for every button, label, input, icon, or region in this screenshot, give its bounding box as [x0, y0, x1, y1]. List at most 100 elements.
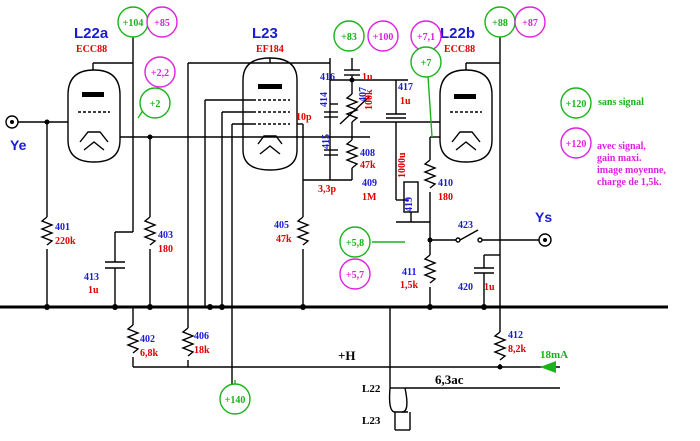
sw423-ref: 423 [458, 220, 473, 231]
legend-magenta-line-4: charge de 1,5k. [597, 177, 662, 188]
voltage-bubble-v7 [410, 46, 442, 78]
voltage-bubble-v57 [339, 258, 371, 290]
resistor-403 [143, 216, 157, 246]
voltage-value-v88: +88 [492, 18, 508, 29]
resistor-402 [126, 324, 140, 354]
voltage-bubble-v120b [560, 127, 592, 159]
voltage-bubble-v83 [333, 20, 365, 52]
voltage-bubble-v87 [514, 6, 546, 38]
rail-label: +H [338, 348, 356, 363]
voltage-value-v83: +83 [341, 32, 357, 43]
signal-output-label: Ys [535, 209, 552, 225]
r403-ref: 403 [158, 230, 173, 241]
resistor-405 [296, 216, 310, 246]
voltage-bubble-v100 [367, 20, 399, 52]
c416-ref: 416 [320, 72, 335, 83]
voltage-value-v140: +140 [225, 395, 246, 406]
voltage-value-v104: +104 [123, 18, 144, 29]
r401-ref: 401 [55, 222, 70, 233]
voltage-value-v85: +85 [154, 18, 170, 29]
voltage-value-v22: +2,2 [151, 68, 169, 79]
c419-value: 1000u [397, 152, 408, 178]
r406-ref: 406 [194, 331, 209, 342]
tube-l23-name: L23 [252, 25, 278, 42]
voltage-bubble-v2 [139, 87, 171, 119]
c417-ref: 417 [398, 82, 413, 93]
r409-ref: 409 [362, 178, 377, 189]
legend-magenta-line-3: image moyenne, [597, 165, 666, 176]
tube-l22a-name: L22a [74, 25, 109, 42]
legend-magenta-line-1: avec signal, [597, 141, 646, 152]
resistor-406 [181, 327, 195, 357]
current-label: 18mA [540, 349, 568, 361]
resistor-408 [345, 139, 359, 169]
r411-value: 1,5k [400, 280, 419, 291]
r409-value: 1M [362, 192, 377, 203]
voltage-value-v87: +87 [522, 18, 538, 29]
voltage-value-v120b: +120 [566, 139, 587, 150]
tube-l22b-type: ECC88 [444, 44, 475, 55]
c414-ref: 414 [319, 92, 330, 107]
r407-ref: 407 [358, 87, 369, 102]
voltage-bubble-v22 [144, 56, 176, 88]
r401-value: 220k [55, 236, 76, 247]
current-arrow-icon [540, 361, 556, 373]
signal-input-label: Ye [10, 137, 27, 153]
c416-value: 1u [362, 72, 373, 83]
r403-value: 180 [158, 244, 173, 255]
c413-value: 1u [88, 285, 99, 296]
tube-l23-type: EF184 [256, 44, 284, 55]
r408-value: 47k [360, 160, 376, 171]
r412-value: 8,2k [508, 344, 527, 355]
resistor-410 [423, 159, 437, 189]
voltage-bubble-v120a [560, 87, 592, 119]
r408-ref: 408 [360, 148, 375, 159]
heater-label: 6,3ac [435, 372, 464, 387]
legend-magenta-line-2: gain maxi. [597, 153, 642, 164]
voltage-bubble-v140 [219, 383, 251, 415]
r407-value: 100k [364, 89, 375, 110]
tube-l22b-name: L22b [440, 25, 475, 42]
c415-ref: 415 [321, 134, 332, 149]
r402-ref: 402 [140, 334, 155, 345]
r402-value: 6,8k [140, 348, 159, 359]
tube-l22b-icon [439, 69, 493, 163]
voltage-value-v57: +5,7 [346, 270, 364, 281]
voltage-value-v7: +7 [421, 58, 432, 69]
tube-l22a-icon [67, 69, 121, 163]
tube-l22a-type: ECC88 [76, 44, 107, 55]
r410-value: 180 [438, 192, 453, 203]
heater-l23-label: L23 [362, 415, 381, 427]
potentiometer-407 [345, 93, 359, 123]
c419-ref: 419 [404, 197, 415, 212]
resistor-412 [493, 331, 507, 361]
tube-l23-icon [242, 57, 298, 171]
voltage-value-v100: +100 [373, 32, 394, 43]
r405-ref: 405 [274, 220, 289, 231]
c10p-value: 10p [296, 112, 312, 123]
voltage-bubble-v85 [146, 6, 178, 38]
c3p3-value: 3,3p [318, 184, 337, 195]
voltage-value-v2: +2 [150, 99, 161, 110]
c413-ref: 413 [84, 272, 99, 283]
c417-value: 1u [400, 96, 411, 107]
r405-value: 47k [276, 234, 292, 245]
output-terminal-icon [538, 233, 552, 247]
switch-423 [459, 229, 479, 241]
legend-green-text: sans signal [598, 97, 644, 108]
r406-value: 18k [194, 345, 210, 356]
heater-l22-label: L22 [362, 383, 381, 395]
voltage-bubble-v58 [339, 226, 371, 258]
resistor-411 [423, 254, 437, 284]
voltage-value-v58: +5,8 [346, 238, 364, 249]
c420-ref: 420 [458, 282, 473, 293]
r412-ref: 412 [508, 330, 523, 341]
c420-value: 1u [484, 282, 495, 293]
resistor-401 [40, 216, 54, 246]
r411-ref: 411 [402, 267, 416, 278]
voltage-value-v71: +7,1 [417, 32, 435, 43]
voltage-value-v120a: +120 [566, 99, 587, 110]
r410-ref: 410 [438, 178, 453, 189]
